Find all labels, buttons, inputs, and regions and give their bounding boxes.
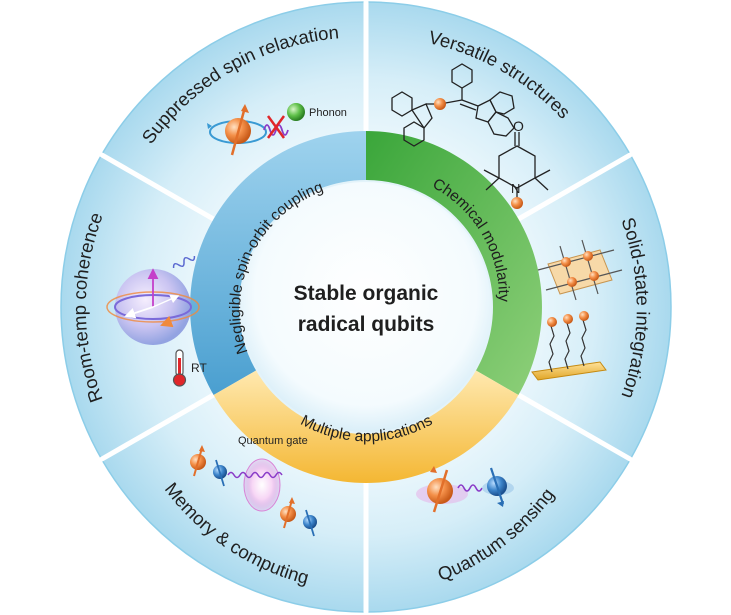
memory-computing-illustration: Quantum gate	[190, 435, 317, 537]
oxygen-label: O	[513, 118, 524, 134]
interaction-wave-icon	[457, 484, 483, 492]
inner-arc-spin-orbit	[190, 131, 366, 395]
gate-wave-icon	[227, 471, 283, 479]
bloch-sphere-icon	[106, 255, 200, 345]
quantum-sensing-illustration	[416, 466, 514, 513]
center-title-line1: Stable organic	[294, 282, 439, 305]
nitrogen-label: N	[511, 181, 520, 196]
quantum-gate-label: Quantum gate	[238, 435, 308, 447]
thermometer-icon	[172, 349, 187, 387]
nitroxide-radical-icon	[511, 197, 523, 209]
spin-relaxation-illustration: Phonon	[207, 103, 347, 156]
center-disc	[239, 180, 493, 434]
trityl-molecule-icon	[391, 63, 515, 147]
rt-label: RT	[191, 361, 207, 375]
radical-site-icon	[434, 98, 446, 110]
phonon-label: Phonon	[309, 107, 347, 119]
lattice-icon	[537, 239, 623, 301]
quantum-gate-glow-icon	[243, 458, 281, 512]
phonon-ball-icon	[287, 103, 305, 121]
spin-arrow-icon	[230, 106, 247, 156]
inner-arc-chemical	[366, 131, 542, 395]
microwave-wave-icon	[172, 255, 196, 269]
inner-ring	[190, 131, 542, 483]
self-assembled-monolayer-icon	[531, 311, 607, 381]
center-title-line2: radical qubits	[298, 313, 435, 336]
phonon-wave-icon	[263, 124, 289, 136]
tempone-molecule-icon	[483, 132, 551, 198]
inner-arc-applications	[213, 370, 519, 483]
